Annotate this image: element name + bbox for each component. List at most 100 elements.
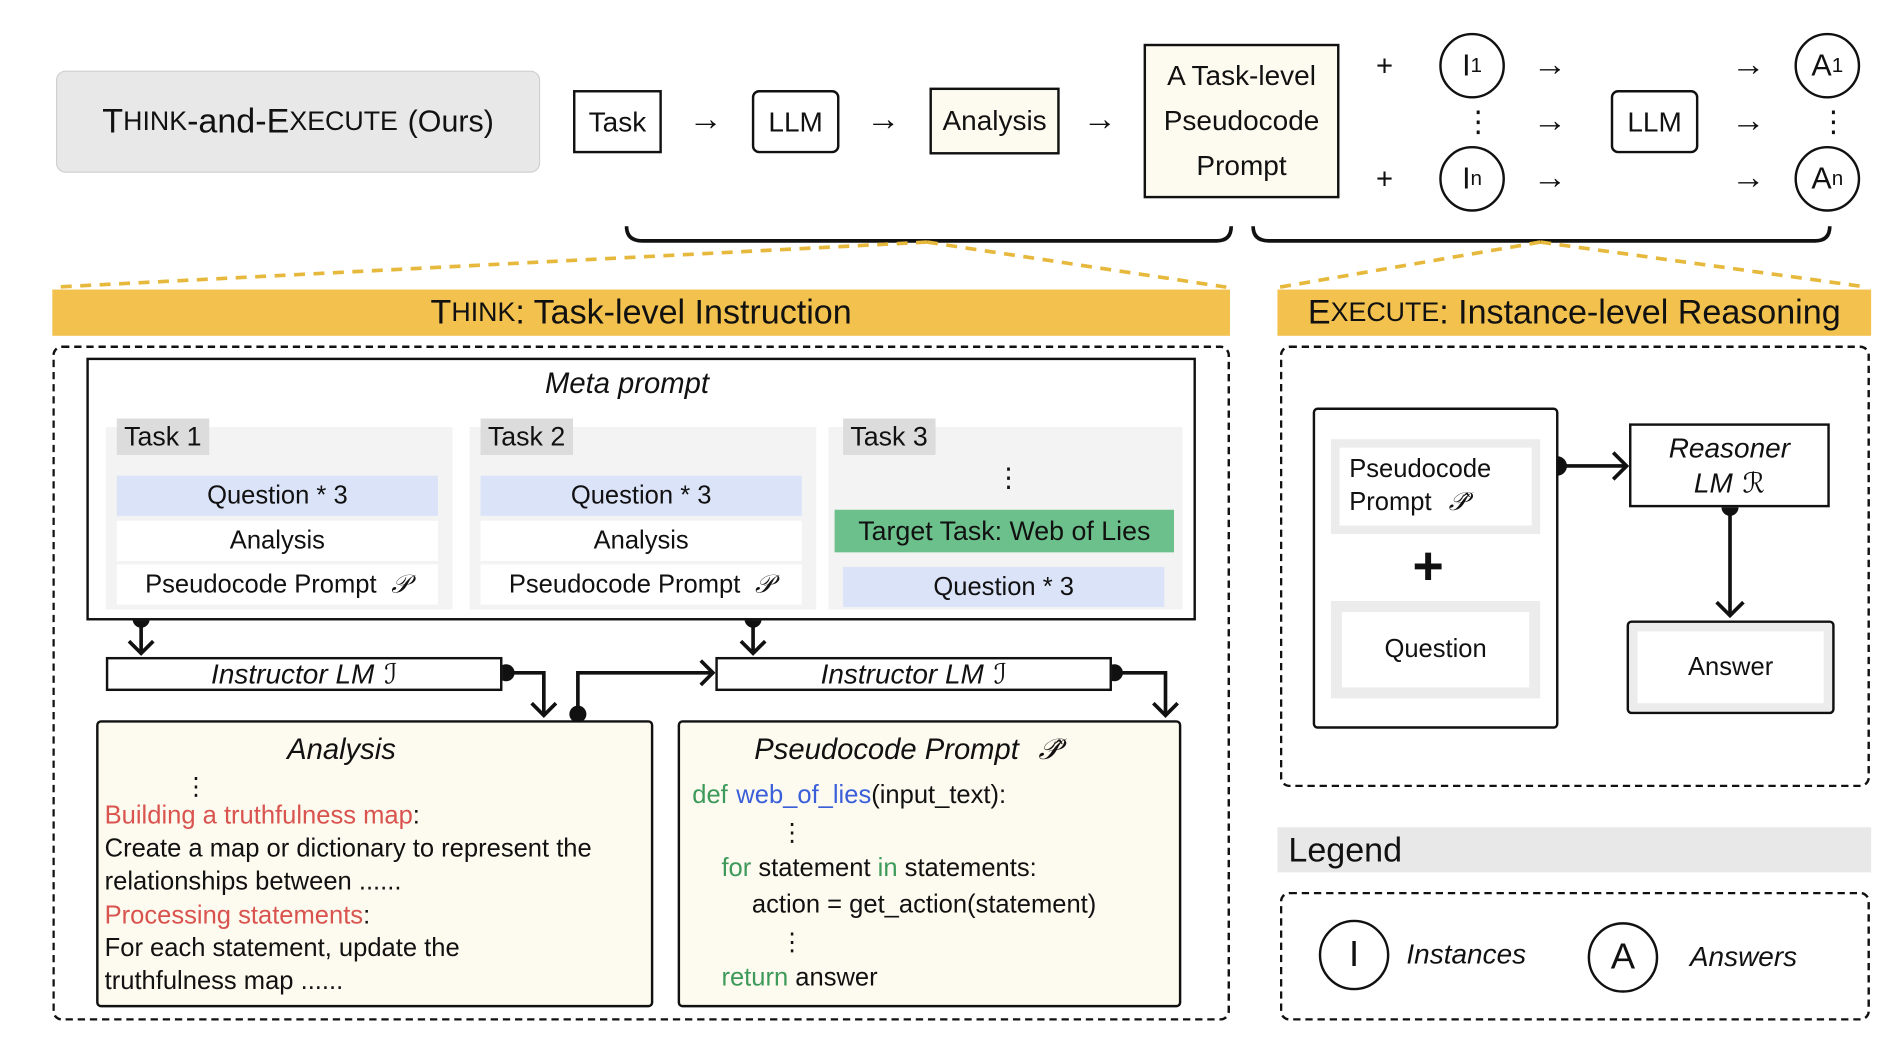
reasoner-r-symbol: ℛ [1742,466,1765,499]
reasoner-line2-wrap: LM ℛ [1694,465,1765,500]
arrow-analysis-pseudocode: → [1082,99,1117,138]
pseudocode-output-title-line: Pseudocode Prompt 𝒫̂ [754,734,1059,768]
execute-question: Question [1341,611,1530,688]
code-kw-in: in [877,854,898,883]
method-label-E: E [266,102,290,140]
execute-banner-rest: : Instance-level Reasoning [1439,293,1841,331]
code-kw-def: def [692,781,728,810]
think-panel [52,345,1230,1021]
legend-answers-label: Answers [1689,940,1798,973]
pseudocode-line3: Prompt [1196,149,1287,182]
analysis-heading-1-colon: : [412,801,420,830]
code-line-action: action = get_action(statement) [751,890,1097,919]
execute-connector-left [1279,240,1541,289]
code-line-def: def web_of_lies(input_text): [692,781,1006,810]
answer-vdots: ⋮ [1818,105,1849,139]
task2-p-symbol: 𝒫 [754,569,774,598]
arrow-task-llm: → [688,99,723,138]
analysis-output-title: Analysis [287,733,396,767]
legend-panel [1279,891,1870,1021]
task2-question: Question * 3 [480,475,802,516]
arrow-instance-first: → [1532,45,1567,83]
code-return-val: answer [788,963,878,992]
arrow-answer-mid: → [1731,100,1766,139]
code-for-var: statement [751,854,878,883]
answer-box: Answer [1626,620,1835,715]
task1-label: Task 1 [116,418,209,456]
execute-brace [1251,226,1832,243]
code-fn-args: (input_text): [871,781,1007,810]
pseudocode-output-title: Pseudocode Prompt [754,733,1019,767]
think-connector-left [54,240,928,289]
instance-last-label: I [1462,161,1471,196]
task2-analysis: Analysis [480,520,802,561]
instance-first-sub: 1 [1470,53,1483,77]
task1-p-symbol: 𝒫 [391,569,410,598]
analysis-body-2-line2: truthfulness map ...... [104,967,344,996]
pseudocode-prompt-box-top: A Task-level Pseudocode Prompt [1143,43,1340,199]
llm-box-execute: LLM [1610,90,1699,154]
arrow-instance-last: → [1532,158,1567,196]
code-vdots-1: ⋮ [779,819,805,847]
task1-analysis: Analysis [116,520,438,561]
arrow-answer-last: → [1731,158,1766,196]
arrow-llm-analysis: → [866,99,901,138]
llm-box-think: LLM [751,90,840,154]
think-brace [624,226,1234,243]
analysis-body-2-line1: For each statement, update the [104,934,460,963]
answer-last-label: A [1811,161,1832,196]
method-label-xecute: XECUTE [289,105,398,137]
execute-p-hat: 𝒫̂ [1448,487,1468,516]
instructor-lm-2-symbol: ℐ [993,657,1007,690]
legend-title: Legend [1288,830,1403,869]
task3-label: Task 3 [843,418,936,456]
plus-last: + [1375,163,1394,196]
execute-question-slot: Question [1330,601,1541,699]
analysis-heading-1: Building a truthfulness map [104,801,413,830]
analysis-heading-2-colon: : [363,901,371,930]
execute-panel [1279,345,1870,788]
execute-pseudocode-line1: Pseudocode [1349,455,1492,483]
code-for-iter: statements: [897,854,1037,883]
meta-prompt-title: Meta prompt [545,367,709,401]
analysis-box-top: Analysis [929,87,1060,155]
plus-first: + [1375,49,1394,83]
answer-last-sub: n [1831,166,1844,190]
legend-instance-symbol: I [1349,934,1360,975]
code-line-for: for statement in statements: [721,854,1036,883]
reasoner-line2: LM [1693,466,1733,499]
reasoner-line1: Reasoner [1668,431,1791,463]
reasoner-lm-box: Reasoner LM ℛ [1629,423,1830,508]
legend-instance-icon: I [1318,919,1390,991]
analysis-heading-2: Processing statements [104,901,364,930]
code-fn-name: web_of_lies [736,781,872,810]
analysis-body-1-line2: relationships between ...... [104,867,402,896]
instance-last-sub: n [1470,166,1483,190]
analysis-heading-2-line: Processing statements: [105,902,371,931]
task3-question: Question * 3 [843,566,1165,608]
execute-plus: + [1412,536,1444,597]
task2-label: Task 2 [480,418,573,456]
pseudocode-line2: Pseudocode [1163,104,1320,137]
answer-label: Answer [1637,631,1824,704]
pseudocode-output-p-hat: 𝒫̂ [1038,733,1060,767]
think-connector-right [926,240,1227,289]
task1-pseudocode: Pseudocode Prompt 𝒫 [116,564,438,605]
task1-question: Question * 3 [116,475,438,516]
method-label-T: T [102,102,124,140]
task2-pseudocode-text: Pseudocode Prompt [508,569,741,598]
think-banner-hink: HINK [451,296,516,328]
instance-first-label: I [1462,48,1471,83]
answer-first-label: A [1811,48,1832,83]
legend-answer-icon: A [1587,922,1659,993]
task1-pseudocode-text: Pseudocode Prompt [145,569,377,598]
think-banner-rest: : Task-level Instruction [515,293,852,331]
instance-vdots: ⋮ [1463,105,1493,139]
arrow-answer-first: → [1731,45,1766,83]
